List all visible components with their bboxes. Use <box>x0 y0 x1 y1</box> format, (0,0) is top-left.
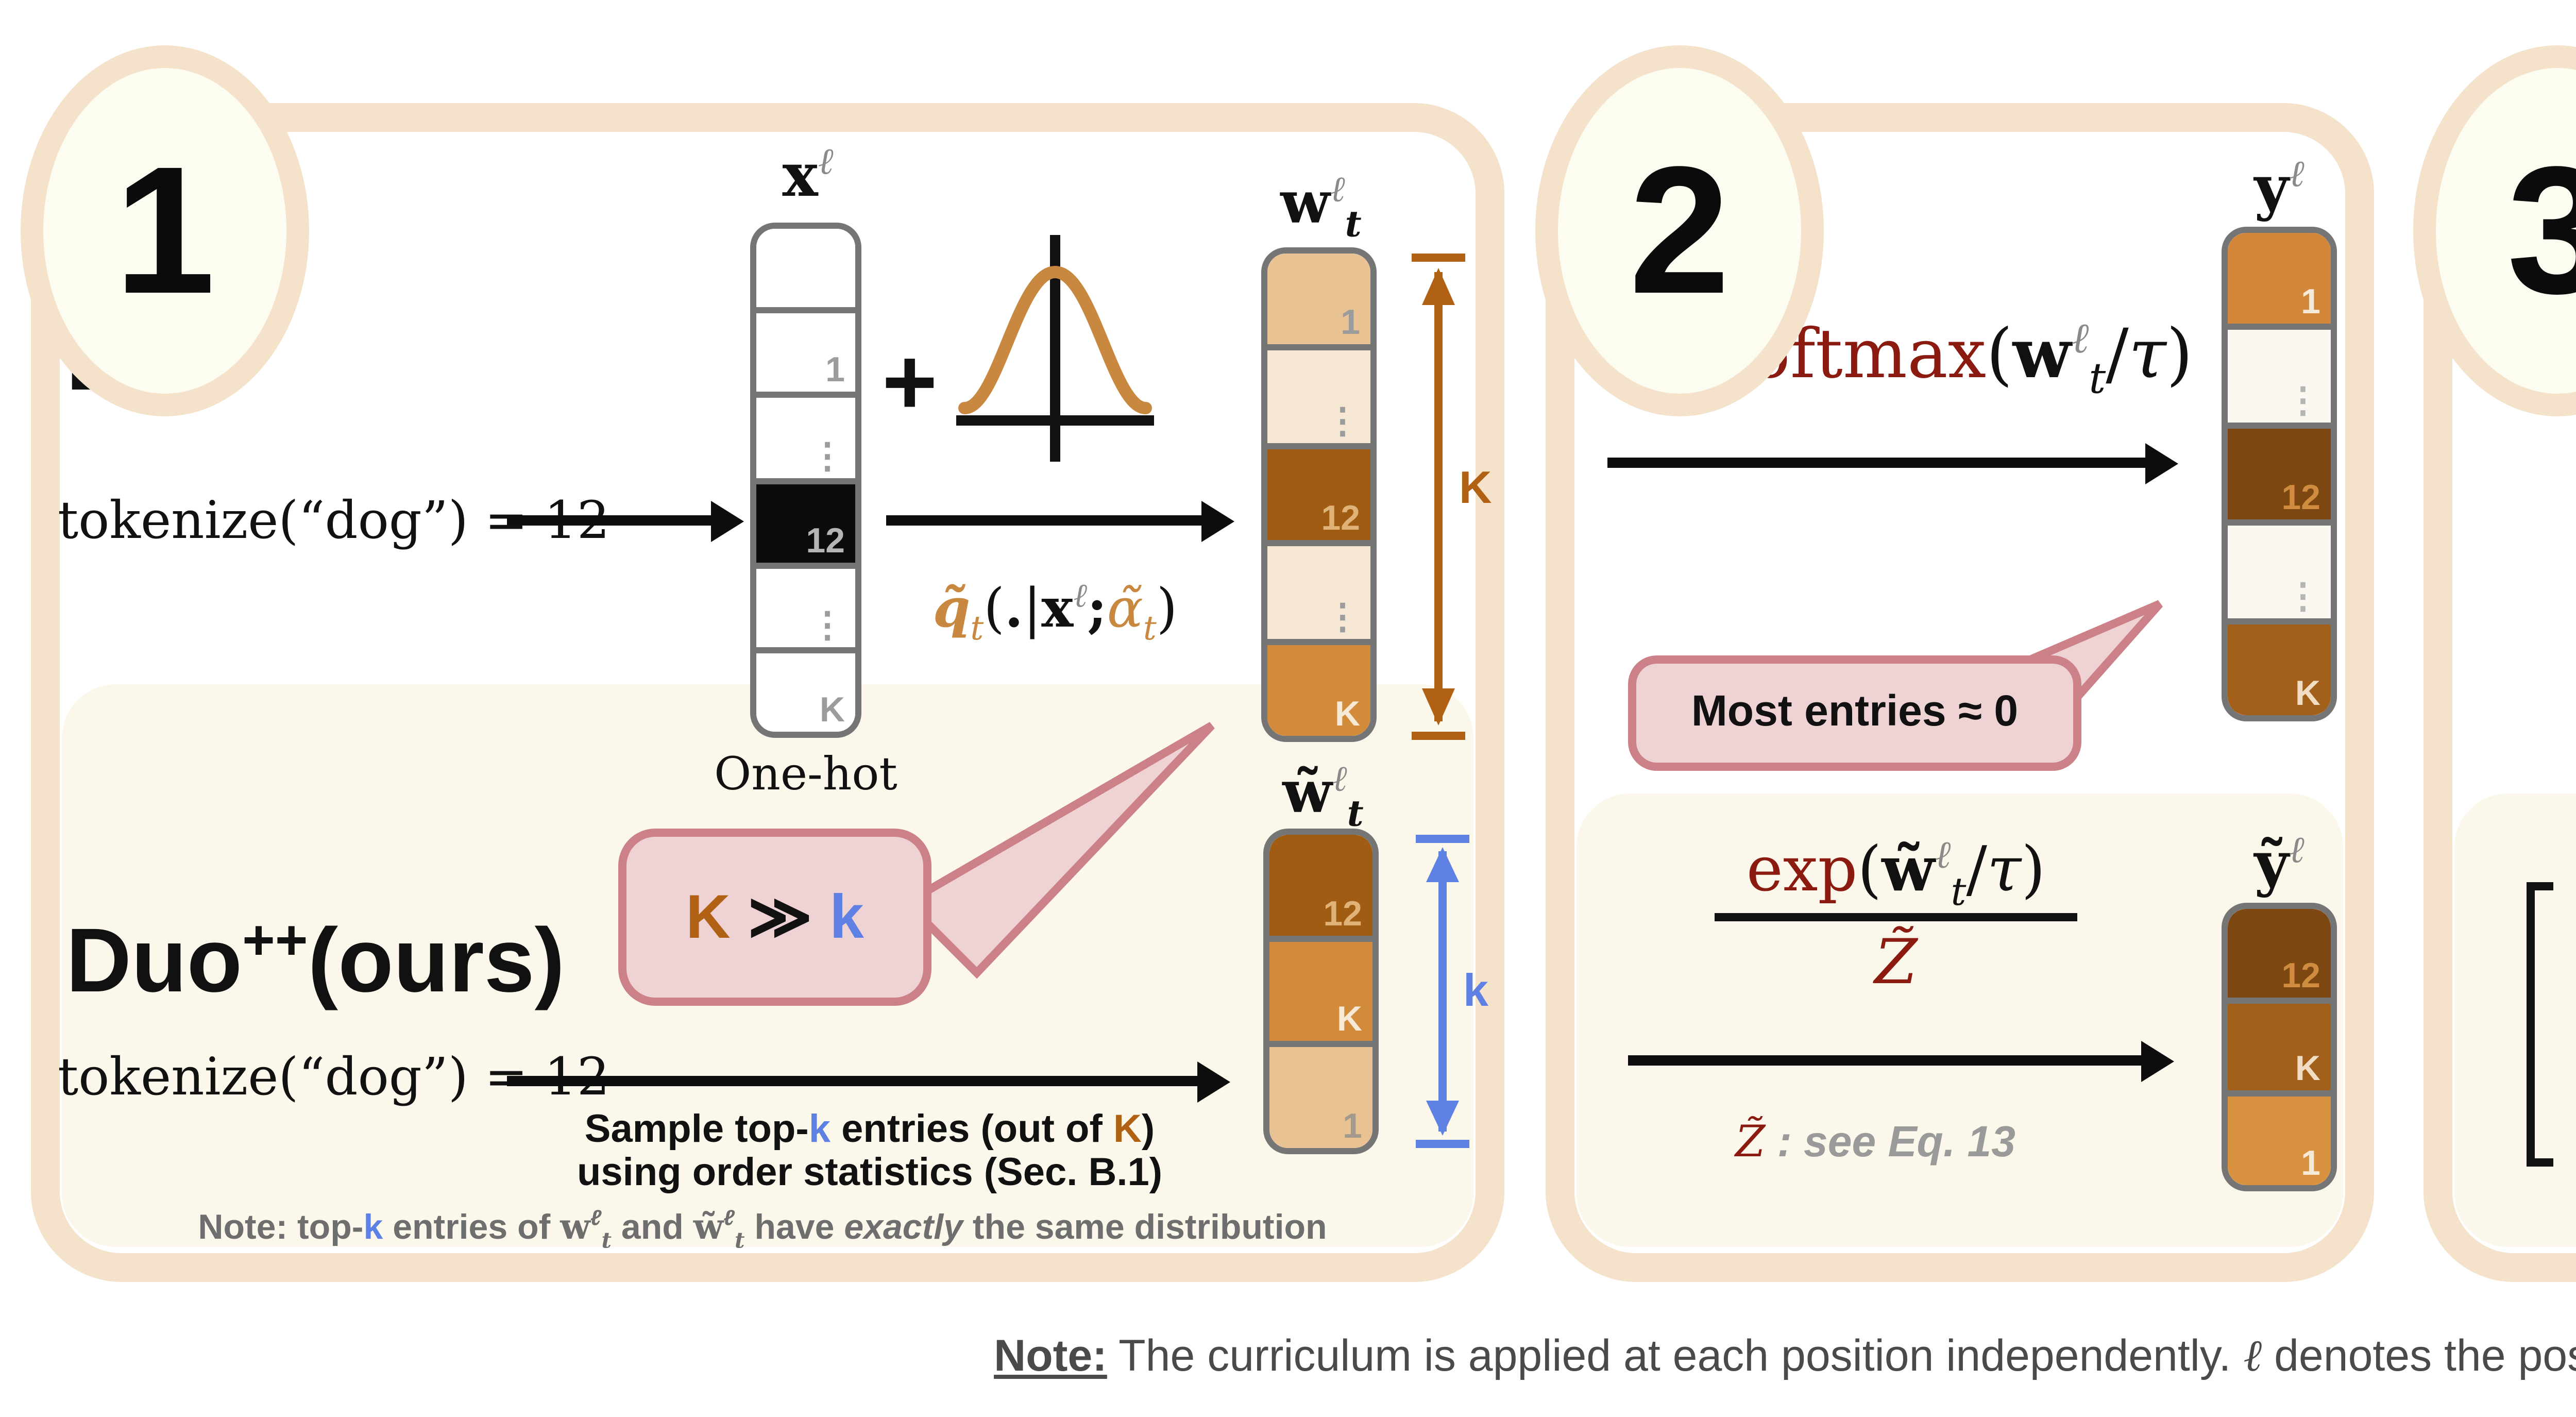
vector-cell-label: 12 <box>2281 955 2320 995</box>
vector-cell: 1 <box>1267 254 1370 345</box>
step-2-badge: 2 <box>1535 45 1824 416</box>
vector-cell-label: K <box>2295 1050 2320 1089</box>
vector-cell-label: 12 <box>1323 893 1362 933</box>
vector-cell: K <box>756 647 855 732</box>
probs-vector: 1 ⋮ 12 ⋮ K <box>2222 227 2337 721</box>
vector-cell-label: 1 <box>2301 283 2320 323</box>
noisy-logits-vector: 1 ⋮ 12 ⋮ K <box>1261 247 1377 742</box>
vector-cell-label: ⋮ <box>2285 381 2320 420</box>
vector-cell-label: 12 <box>2281 478 2320 518</box>
exp-arrow-icon <box>1628 1055 2143 1066</box>
sample-top-k-line2: using order statistics (Sec. B.1) <box>577 1152 1163 1195</box>
vector-cell-label: K <box>2295 674 2320 714</box>
one-hot-vector: 1 ⋮ 12 ⋮ K <box>750 223 861 738</box>
K-much-greater-k-bubble: K ≫ k <box>618 829 931 1006</box>
distribution-note: Note: top-k entries of wℓt and w̃ℓt have… <box>198 1206 1327 1254</box>
vector-cell-label: K <box>1336 1000 1362 1040</box>
bracket-left <box>2527 882 2553 1167</box>
vector-cell: 12 <box>1267 443 1370 541</box>
vector-cell: 1 <box>756 307 855 393</box>
sample-top-k-line1: Sample top-k entries (out of K) <box>584 1109 1155 1152</box>
vector-cell-label: 1 <box>1343 1107 1362 1146</box>
bubble-tail-1 <box>900 722 1215 979</box>
sample-arrow-icon <box>507 1076 1199 1086</box>
vector-cell: 12 <box>2228 909 2331 997</box>
noising-arrow-icon <box>886 515 1204 526</box>
q-distribution-formula: q̃t(.|xℓ;α̃t) <box>933 576 1178 648</box>
vector-cell-label: 1 <box>2301 1144 2320 1184</box>
vector-cell: 12 <box>2228 422 2331 520</box>
z-note: Z̃ : see Eq. 13 <box>1735 1117 2015 1167</box>
step-1-number: 1 <box>114 128 215 332</box>
vector-cell-label: 1 <box>1341 303 1360 343</box>
vector-cell <box>756 229 855 308</box>
vector-cell: ⋮ <box>1267 540 1370 638</box>
plus-sign: + <box>882 328 938 435</box>
k-range-label: k <box>1463 965 1488 1016</box>
k-range-arrow-icon <box>1416 835 1469 1148</box>
yt-vector-label: ỹℓ <box>2254 829 2304 899</box>
K-range-label: K <box>1459 462 1492 513</box>
figure-caption: Note: The curriculum is applied at each … <box>994 1331 2576 1383</box>
y-vector-label: yℓ <box>2254 153 2304 223</box>
step-1-badge: 1 <box>21 45 309 416</box>
vector-cell-label: ⋮ <box>2285 576 2320 616</box>
vector-cell-label: ⋮ <box>810 436 845 476</box>
vector-cell: 1 <box>1269 1041 1372 1148</box>
fraction-bar <box>1715 913 2077 920</box>
panel-3-subpanel <box>2454 794 2576 1247</box>
wt-vector-label: w̃ℓt <box>1282 758 1364 836</box>
most-entries-text: Most entries ≈ 0 <box>1691 688 2019 736</box>
one-hot-caption: One-hot <box>714 750 897 802</box>
K-much-greater-k-text: K ≫ k <box>686 883 864 951</box>
vector-cell-label: 12 <box>1321 499 1360 538</box>
w-vector-label: wℓt <box>1280 169 1362 247</box>
tokenize-arrow-icon <box>507 515 713 526</box>
step-2-number: 2 <box>1629 128 1730 332</box>
vector-cell: 1 <box>2228 1091 2331 1185</box>
improved-efficiency-note: Improved memory- and compute-efficiency <box>2473 1212 2576 1257</box>
vector-cell-label: K <box>819 690 845 730</box>
exp-denominator: Z̃ <box>1874 927 1918 1000</box>
vector-cell: K <box>2228 617 2331 715</box>
exp-numerator: exp(w̃ℓt/τ) <box>1746 835 2046 915</box>
vector-cell: K <box>1267 638 1370 736</box>
vector-cell: 12 <box>1269 835 1372 935</box>
most-entries-bubble: Most entries ≈ 0 <box>1628 655 2081 771</box>
vector-cell: ⋮ <box>1267 345 1370 443</box>
vector-cell-label: ⋮ <box>1325 597 1360 636</box>
vector-cell: ⋮ <box>2228 324 2331 423</box>
vector-cell-label: K <box>1334 695 1360 734</box>
panel-2-subpanel <box>1577 794 2343 1247</box>
gaussian-curve-icon <box>956 235 1154 462</box>
vector-cell: 12 <box>756 477 855 562</box>
step-3-number: 3 <box>2507 126 2576 336</box>
vector-cell: ⋮ <box>2228 519 2331 618</box>
softmax-arrow-icon <box>1607 458 2147 468</box>
vector-cell-label: 12 <box>806 520 845 560</box>
x-vector-label: xℓ <box>782 140 834 210</box>
duopp-heading: Duo++(ours) <box>66 907 565 1012</box>
vector-cell: ⋮ <box>756 392 855 478</box>
vector-cell: ⋮ <box>756 562 855 647</box>
vector-cell: 1 <box>2228 233 2331 325</box>
vector-cell-label: ⋮ <box>1325 401 1360 441</box>
vector-cell-label: 1 <box>825 351 845 391</box>
vector-cell-label: ⋮ <box>810 605 845 645</box>
K-range-arrow-icon <box>1412 254 1465 740</box>
vector-cell: K <box>1269 935 1372 1042</box>
embedding-matrix-sparse: |e12||eK||e1| <box>2527 882 2576 1167</box>
vector-cell: K <box>2228 997 2331 1091</box>
